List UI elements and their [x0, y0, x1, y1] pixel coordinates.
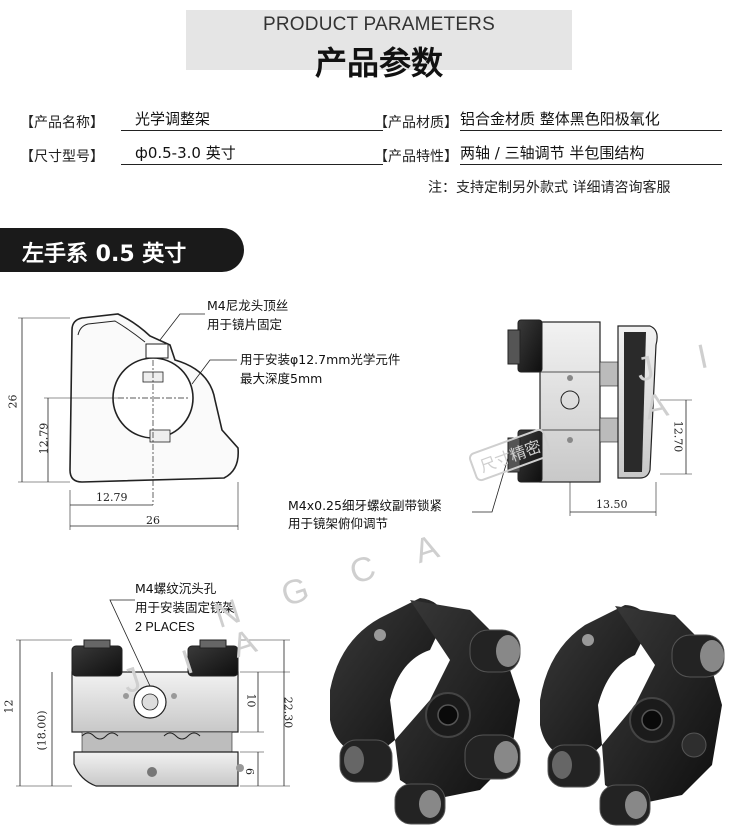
custom-note: 注：支持定制另外款式 详细请咨询客服	[428, 180, 671, 196]
param-label-material: 【产品材质】	[374, 115, 458, 131]
param-value-feature: 两轴 / 三轴调节 半包围结构	[460, 142, 722, 165]
callout-counterbore-3: 2 PLACES	[135, 620, 195, 634]
front-view	[18, 313, 240, 530]
callout-thread-1: M4x0.25细牙螺纹副带锁紧	[288, 498, 442, 513]
dim-front-height: 26	[6, 394, 20, 409]
param-value-name: 光学调整架	[121, 108, 383, 131]
header-title-zh: 产品参数	[314, 44, 443, 82]
side-view	[472, 319, 692, 516]
dim-side-height: 12.70	[671, 420, 685, 453]
bottom-view	[16, 599, 290, 787]
callout-setscrew-2: 用于镜片固定	[207, 317, 283, 332]
dim-bottom-total: 22.30	[281, 696, 295, 729]
dim-bottom-left-1: 12	[2, 699, 16, 714]
header-title-en: PRODUCT PARAMETERS	[263, 14, 495, 35]
callout-optic-1: 用于安装φ12.7mm光学元件	[240, 352, 401, 367]
callout-counterbore-1: M4螺纹沉头孔	[135, 581, 217, 596]
callout-optic-2: 最大深度5mm	[240, 371, 323, 386]
callout-setscrew-1: M4尼龙头顶丝	[207, 298, 289, 313]
callout-thread-2: 用于镜架俯仰调节	[288, 516, 389, 531]
dim-front-width: 26	[146, 514, 160, 527]
param-value-material: 铝合金材质 整体黑色阳极氧化	[460, 108, 722, 131]
dim-front-center-x: 12.79	[96, 491, 128, 504]
param-label-name: 【产品名称】	[20, 115, 104, 131]
dim-front-center-y: 12.79	[37, 422, 51, 455]
callout-counterbore-2: 用于安装固定镜架	[135, 600, 236, 615]
param-label-feature: 【产品特性】	[374, 149, 458, 165]
dim-bottom-10: 10	[244, 693, 258, 708]
mount-render-2	[540, 605, 725, 826]
param-label-size: 【尺寸型号】	[20, 149, 104, 165]
section-title-bar	[0, 228, 244, 272]
dim-bottom-6: 6	[243, 768, 256, 775]
mount-render-1	[330, 598, 521, 825]
dim-side-depth: 13.50	[596, 498, 628, 511]
dim-bottom-left-2: (18.00)	[35, 710, 49, 751]
section-title: 左手系 0.5 英寸	[22, 242, 187, 267]
header-banner	[186, 10, 572, 70]
param-value-size: ф0.5-3.0 英寸	[121, 142, 383, 165]
